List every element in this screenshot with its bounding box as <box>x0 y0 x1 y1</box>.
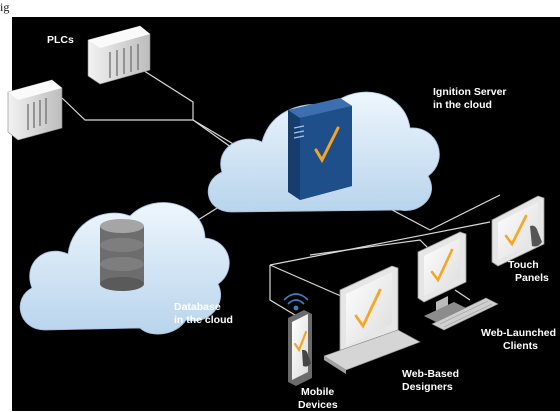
touch-panel-icon <box>491 195 545 267</box>
connector-to-monitor <box>309 239 431 256</box>
mobile-label-line1: Mobile <box>301 386 335 398</box>
connector-to-keyboard <box>454 289 471 301</box>
plcs-label: PLCs <box>47 34 74 46</box>
server-label-line2: in the cloud <box>433 99 492 111</box>
touch-hand-icon <box>302 349 311 367</box>
header-fragment: ig <box>0 0 10 14</box>
checkmark-icon <box>293 330 308 353</box>
server-icon <box>288 98 352 200</box>
connector-lines <box>59 61 501 319</box>
laptop-icon <box>323 265 421 374</box>
web-clients-label-line1: Web-Launched <box>481 327 557 339</box>
phone-icon <box>288 310 312 386</box>
touch-panels-label-line2: Panels <box>515 272 549 284</box>
connector-plc-server <box>192 119 241 149</box>
connector-to-laptop <box>269 264 351 301</box>
web-clients-label-line2: Clients <box>503 340 539 352</box>
plc-unit-icon <box>87 25 151 85</box>
connector-plc-b <box>129 61 236 151</box>
designers-label-line2: Designers <box>402 381 453 393</box>
monitor-icon <box>417 231 467 322</box>
connector-hub-touch <box>429 194 501 231</box>
plc-unit-icon <box>7 79 63 141</box>
wifi-icon <box>283 293 309 311</box>
designers-label-line1: Web-Based <box>402 368 459 380</box>
database-icon <box>100 219 144 291</box>
connector-bus-upper <box>269 221 491 266</box>
database-label-line1: Database <box>174 301 221 313</box>
checkmark-icon <box>504 214 528 247</box>
connector-plc-a <box>59 95 193 121</box>
server-label-line1: Ignition Server <box>433 86 507 98</box>
keyboard-icon <box>431 297 499 331</box>
mobile-label-line2: Devices <box>298 399 338 411</box>
touch-panels-label-line1: Touch <box>508 259 539 271</box>
checkmark-icon <box>354 288 382 329</box>
checkmark-icon <box>314 126 340 164</box>
checkmark-icon <box>430 248 454 283</box>
connector-to-mobile <box>269 265 301 319</box>
database-label-line2: in the cloud <box>174 314 233 326</box>
touch-hand-icon <box>530 225 542 247</box>
